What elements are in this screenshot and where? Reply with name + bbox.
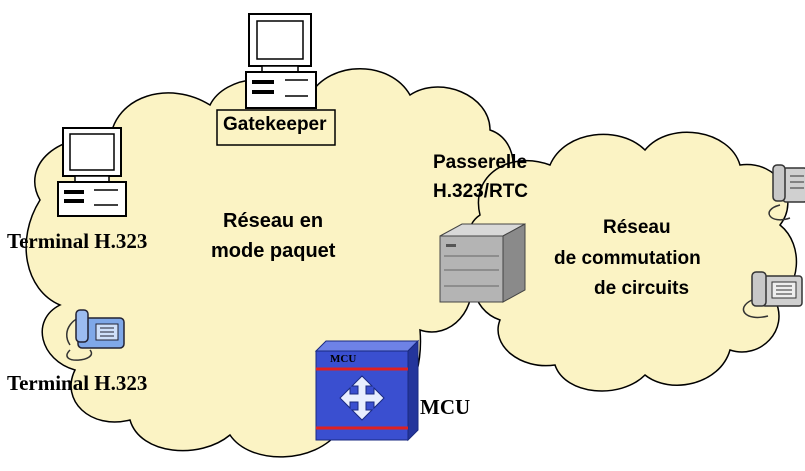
gateway-label-line2: H.323/RTC — [433, 181, 529, 202]
circuit-network-label-line2: de commutation — [554, 248, 701, 269]
mcu-box-text: MCU — [330, 353, 357, 365]
gateway-label-line1: Passerelle — [433, 152, 528, 173]
mcu-label: MCU — [420, 395, 471, 419]
terminal-computer-icon — [57, 127, 127, 217]
circuit-network-label-line3: de circuits — [594, 278, 690, 299]
circuit-network-cloud — [468, 131, 798, 392]
packet-network-label-line2: mode paquet — [211, 240, 336, 262]
circuit-telephone-top-icon — [768, 164, 805, 221]
terminal-computer-label: Terminal H.323 — [7, 229, 148, 253]
circuit-network-label-line1: Réseau — [603, 217, 671, 238]
gatekeeper-box — [216, 109, 336, 146]
gateway-server-icon — [439, 223, 526, 303]
terminal-telephone-icon — [66, 309, 125, 361]
mcu-icon — [314, 339, 420, 442]
terminal-phone-label: Terminal H.323 — [7, 371, 148, 395]
gatekeeper-computer-icon — [245, 13, 317, 109]
packet-network-label-line1: Réseau en — [223, 210, 324, 232]
circuit-telephone-bottom-icon — [742, 271, 803, 319]
gatekeeper-label: Gatekeeper — [223, 114, 327, 135]
